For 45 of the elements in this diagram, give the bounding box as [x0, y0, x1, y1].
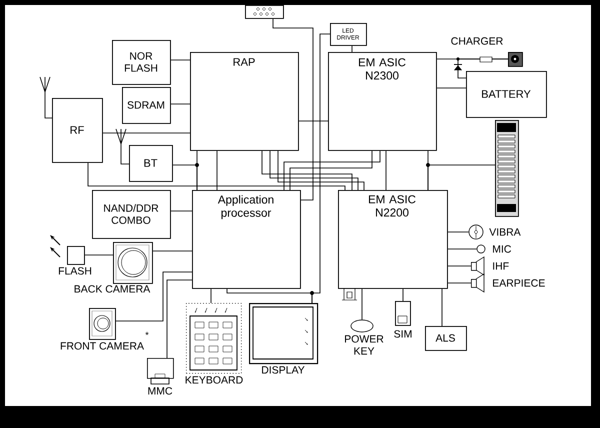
component-label: POWER KEY [345, 335, 384, 355]
flash-box: FLASH [58, 246, 92, 275]
component-label: BACK CAMERA [74, 285, 150, 293]
node-label: FLASH [58, 267, 92, 275]
connector-line [210, 288, 212, 304]
sensor-box: ALS [425, 326, 467, 351]
connector-line [88, 162, 346, 190]
connector-line [448, 248, 478, 250]
component-label: KEYBOARD [186, 376, 243, 384]
connector-line [116, 272, 192, 322]
connector-line [216, 150, 218, 190]
component-label: MIC [493, 245, 512, 253]
connector-line [102, 132, 190, 134]
chip-box: EM ASIC N2200 [338, 190, 448, 289]
component-label: IHF [493, 262, 509, 270]
module-box: RF [52, 98, 103, 163]
connector-line [454, 58, 508, 78]
connector-line [170, 210, 192, 212]
memory-box: NOR FLASH [112, 40, 171, 85]
component-label: VIBRA [489, 228, 521, 236]
connector-line [196, 150, 198, 190]
memory-box: SDRAM [122, 87, 171, 124]
connector-line [402, 288, 404, 302]
connector-line [84, 254, 114, 256]
connector-drawing [495, 120, 519, 217]
component-label: FRONT CAMERA [60, 342, 144, 350]
component-label: CHARGER [451, 37, 503, 45]
module-box: BT [129, 145, 173, 182]
connector-line [226, 288, 312, 304]
processor-box: RAP [190, 52, 299, 151]
connector-line [448, 282, 472, 284]
battery-box: BATTERY [466, 71, 547, 118]
chip-box: EM ASIC N2300 [328, 52, 437, 151]
memory-box: NAND/DDR COMBO [92, 190, 171, 239]
component-label: EARPIECE [493, 279, 545, 287]
connector-line [166, 280, 192, 358]
component-label: MMC [148, 387, 172, 395]
processor-box: Application processor [192, 190, 301, 289]
component-label: SIM [394, 330, 412, 338]
footnote-mark: * [145, 332, 149, 336]
connector-line [152, 250, 192, 252]
connector-line [298, 120, 328, 122]
connector-line [272, 18, 314, 200]
component-label: DISPLAY [262, 366, 305, 374]
connector-drawing [245, 5, 284, 19]
